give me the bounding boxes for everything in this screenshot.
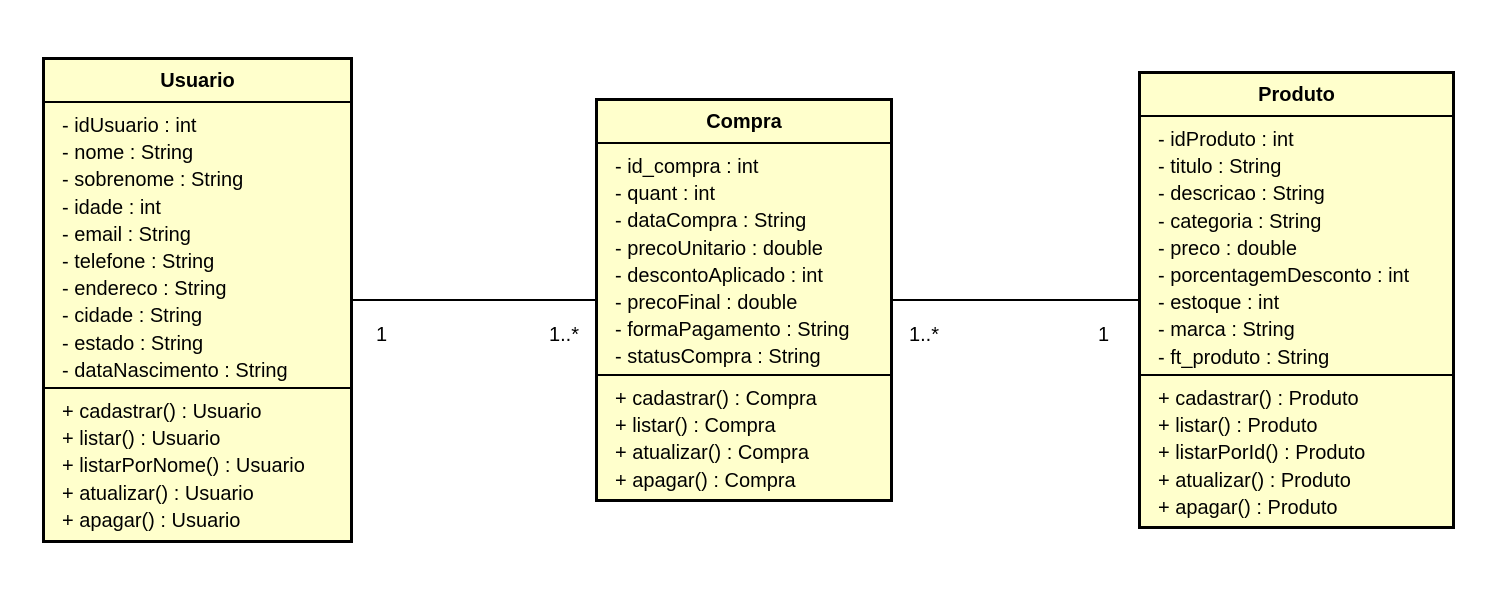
method: + listarPorNome() : Usuario (62, 455, 305, 478)
method: + listarPorId() : Produto (1158, 442, 1366, 465)
association-usuario-compra[interactable] (352, 299, 598, 301)
method: + apagar() : Usuario (62, 509, 241, 532)
method: + atualizar() : Compra (615, 442, 809, 465)
method: + cadastrar() : Compra (615, 388, 817, 410)
attribute: - titulo : String (1158, 156, 1282, 179)
attribute: - porcentagemDesconto : int (1158, 264, 1410, 287)
attribute: - precoFinal : double (615, 291, 798, 314)
class-name: Usuario (45, 60, 350, 103)
method: + cadastrar() : Produto (1158, 388, 1359, 410)
attribute: - formaPagamento : String (615, 319, 850, 342)
method: + cadastrar() : Usuario (62, 401, 262, 423)
multiplicity-usuario-end: 1 (376, 324, 388, 346)
attributes-section: - idProduto : int - titulo : String - de… (1141, 117, 1452, 376)
attribute: - ft_produto : String (1158, 346, 1330, 369)
attribute: - descricao : String (1158, 183, 1325, 206)
attribute: - cidade : String (62, 305, 203, 328)
multiplicity-compra-end-right: 1..* (909, 324, 940, 346)
attributes-section: - id_compra : int - quant : int - dataCo… (598, 144, 890, 376)
attribute: - dataCompra : String (615, 210, 807, 233)
class-usuario[interactable]: Usuario - idUsuario : int - nome : Strin… (42, 57, 353, 543)
method: + listar() : Produto (1158, 415, 1318, 438)
attribute: - quant : int (615, 183, 716, 206)
methods-section: + cadastrar() : Produto + listar() : Pro… (1141, 376, 1452, 522)
attribute: - idProduto : int (1158, 129, 1294, 151)
attribute: - estoque : int (1158, 292, 1280, 315)
method: + apagar() : Compra (615, 469, 796, 492)
class-name: Produto (1141, 74, 1452, 117)
attribute: - precoUnitario : double (615, 237, 823, 260)
attribute: - id_compra : int (615, 156, 759, 178)
method: + atualizar() : Usuario (62, 482, 254, 505)
attributes-section: - idUsuario : int - nome : String - sobr… (45, 103, 350, 389)
method: + listar() : Compra (615, 415, 776, 438)
attribute: - descontoAplicado : int (615, 264, 823, 287)
method: + apagar() : Produto (1158, 496, 1338, 519)
class-produto[interactable]: Produto - idProduto : int - titulo : Str… (1138, 71, 1455, 529)
attribute: - sobrenome : String (62, 169, 244, 192)
attribute: - idUsuario : int (62, 115, 197, 137)
multiplicity-compra-end-left: 1..* (549, 324, 580, 346)
attribute: - categoria : String (1158, 210, 1322, 233)
attribute: - nome : String (62, 142, 194, 165)
class-compra[interactable]: Compra - id_compra : int - quant : int -… (595, 98, 893, 502)
attribute: - preco : double (1158, 237, 1297, 260)
methods-section: + cadastrar() : Usuario + listar() : Usu… (45, 389, 350, 535)
attribute: - estado : String (62, 332, 204, 355)
association-compra-produto[interactable] (891, 299, 1140, 301)
attribute: - marca : String (1158, 319, 1295, 342)
method: + atualizar() : Produto (1158, 469, 1351, 492)
method: + listar() : Usuario (62, 428, 221, 451)
multiplicity-produto-end: 1 (1098, 324, 1110, 346)
methods-section: + cadastrar() : Compra + listar() : Comp… (598, 376, 890, 495)
attribute: - statusCompra : String (615, 346, 821, 369)
attribute: - dataNascimento : String (62, 359, 288, 382)
attribute: - email : String (62, 223, 191, 246)
class-name: Compra (598, 101, 890, 144)
attribute: - idade : int (62, 196, 161, 219)
attribute: - telefone : String (62, 250, 215, 273)
attribute: - endereco : String (62, 278, 227, 301)
